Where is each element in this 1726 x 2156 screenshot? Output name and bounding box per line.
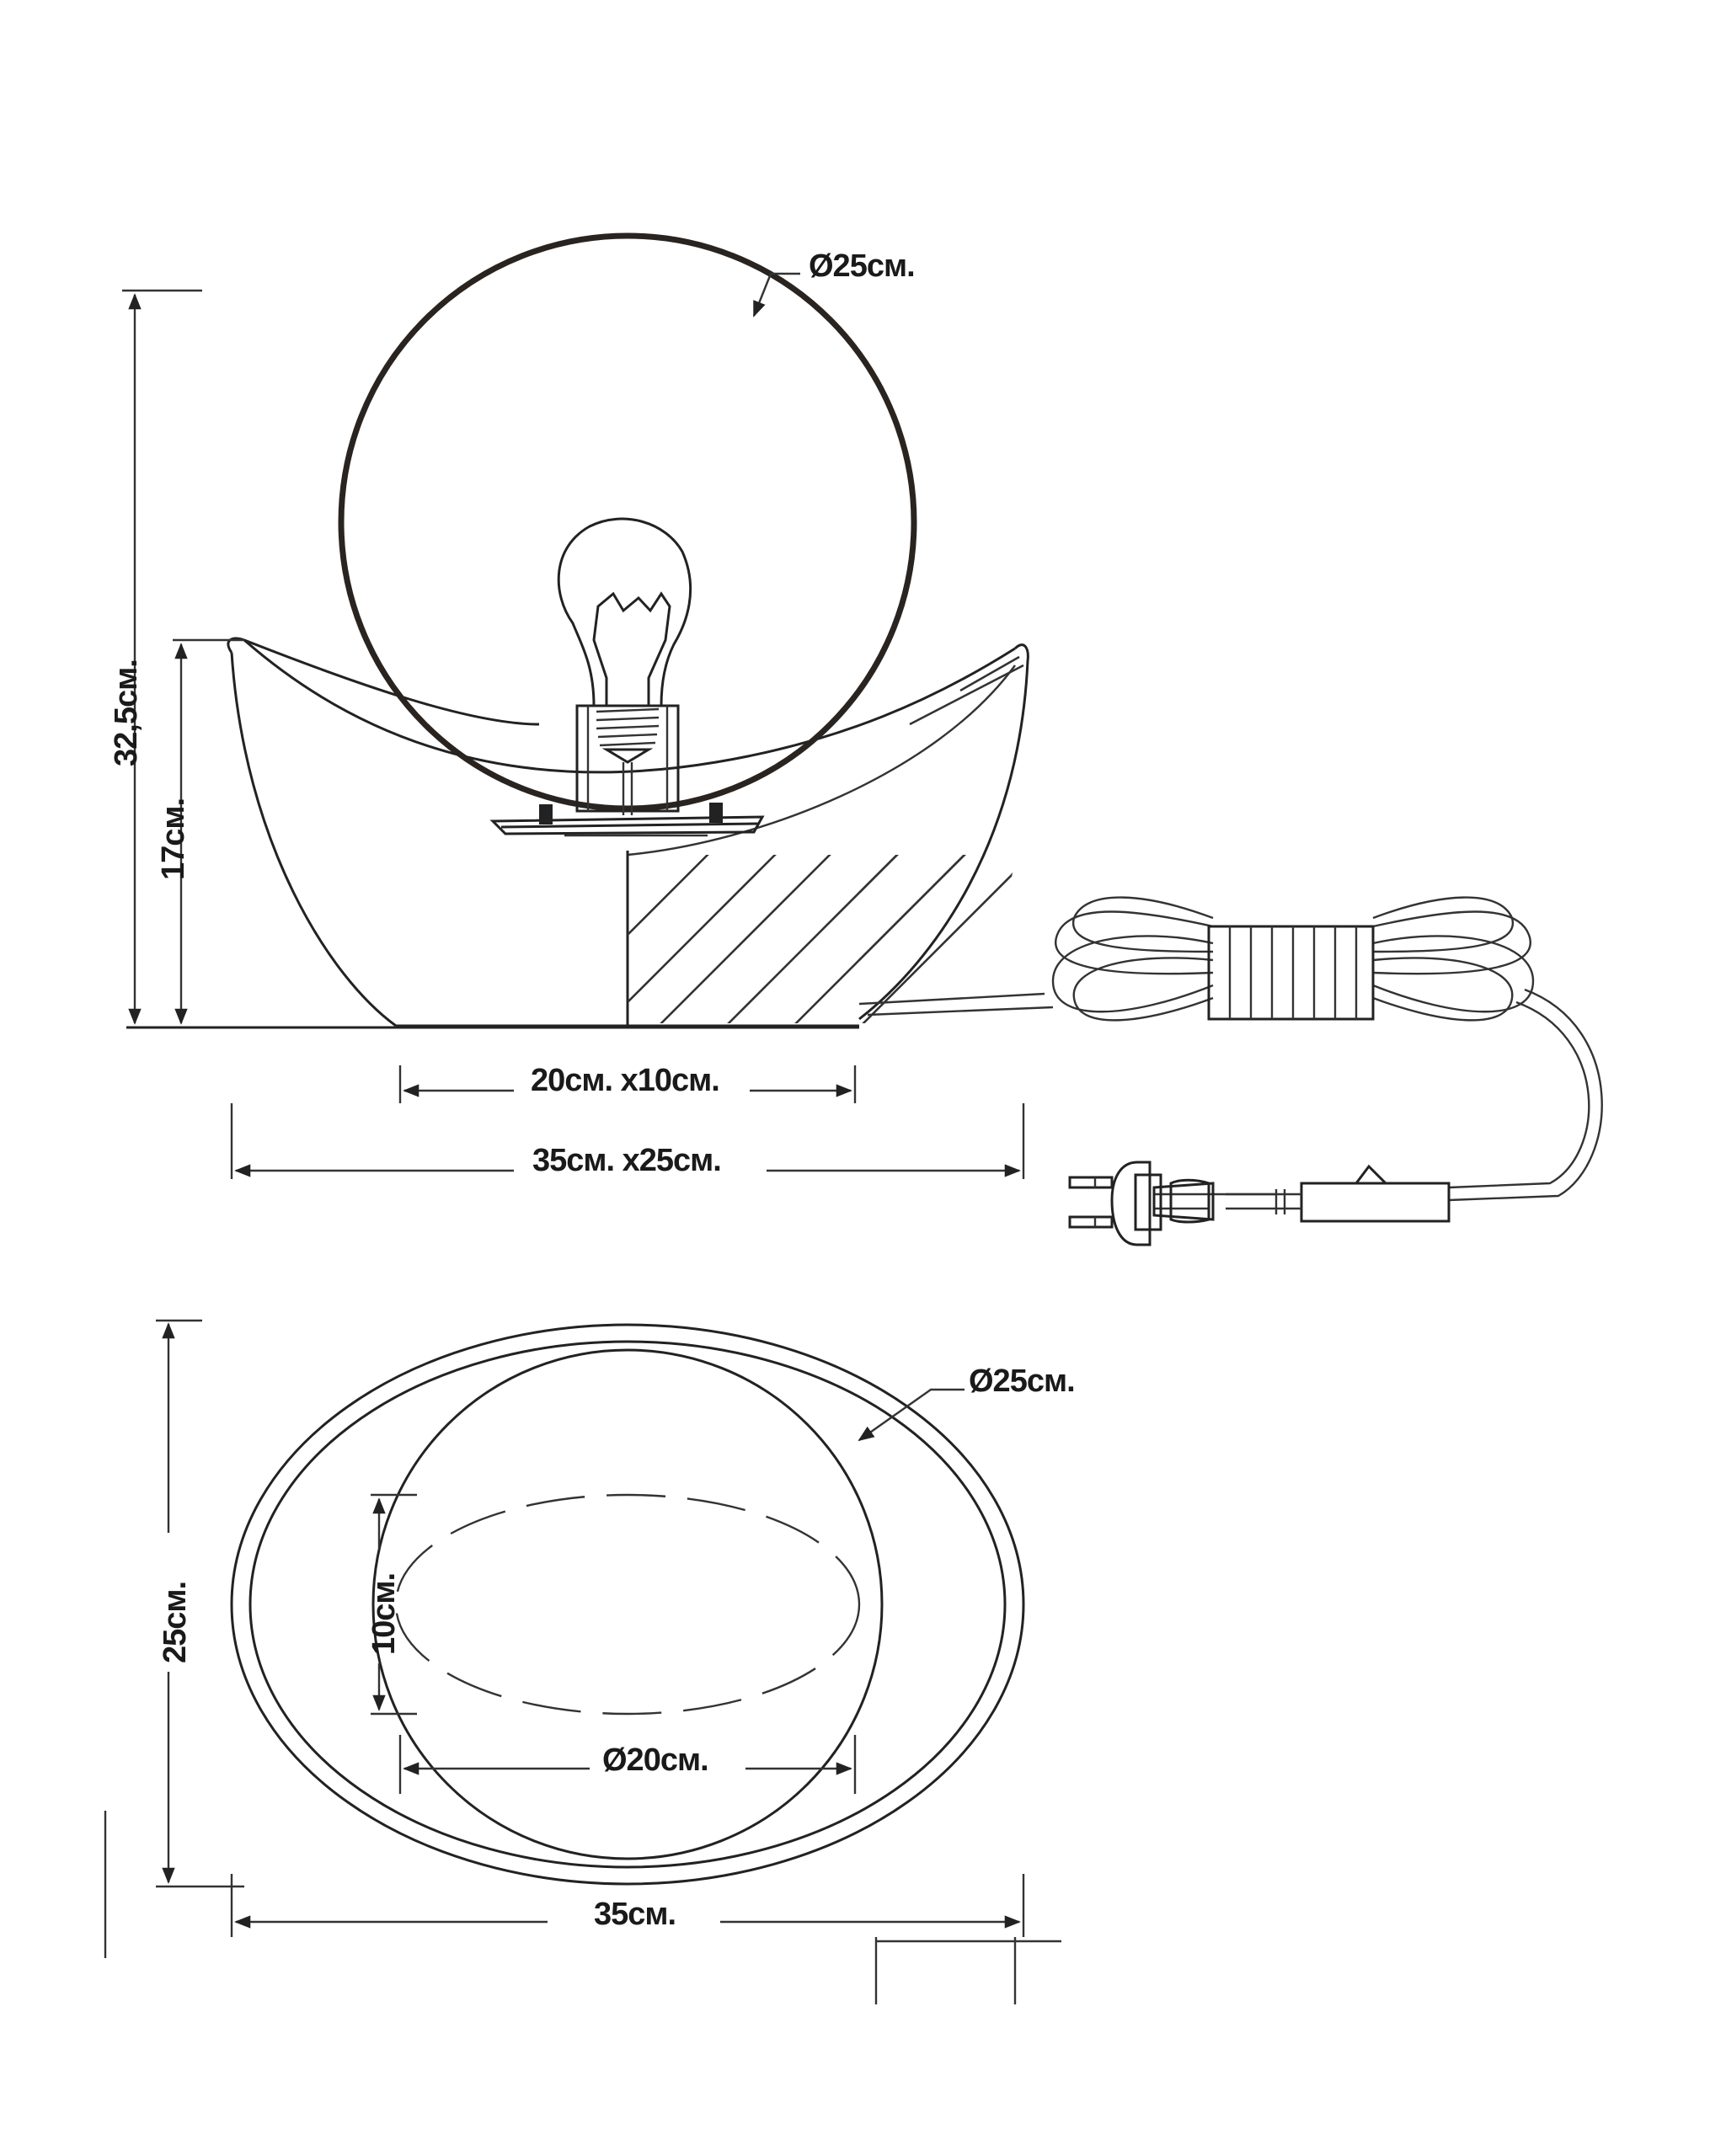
total-height-label: 32,5см. — [109, 659, 144, 766]
inner-depth-label: 10см. — [366, 1573, 402, 1655]
power-plug — [1068, 1161, 1215, 1246]
bulb — [557, 517, 692, 764]
dimension-lines-top — [104, 1319, 1061, 2004]
power-cord — [858, 896, 1603, 1246]
bowl-base — [126, 637, 1029, 1029]
inner-size-label: 20см. x10см. — [531, 1063, 719, 1098]
inner-diameter-label: Ø20см. — [602, 1742, 708, 1778]
top-view: Ø25см. 25см. 10см. Ø20см. 35см. — [104, 1319, 1076, 2004]
cord-coil — [1051, 896, 1535, 1022]
inline-switch — [1300, 1182, 1451, 1223]
side-shade-diameter-label: Ø25см. — [809, 248, 915, 284]
depth-label: 25см. — [158, 1582, 193, 1663]
dimension-lines-side — [122, 272, 1025, 1179]
section-hatching — [628, 855, 1015, 1023]
outer-ellipse — [230, 1323, 1025, 1886]
shade-mount — [489, 803, 765, 837]
socket — [575, 704, 680, 815]
width-label: 35см. — [594, 1897, 676, 1932]
opening-dashed — [394, 1493, 861, 1716]
side-view: Ø25см. 32,5см. 17см. 20см. x10см. 35см. … — [109, 232, 1603, 1246]
base-height-label: 17см. — [156, 798, 191, 880]
inner-ellipse — [248, 1340, 1007, 1869]
shade-circle — [371, 1348, 884, 1860]
globe-shade — [338, 232, 917, 812]
outer-size-label: 35см. x25см. — [532, 1143, 721, 1178]
top-shade-diameter-label: Ø25см. — [969, 1364, 1075, 1399]
